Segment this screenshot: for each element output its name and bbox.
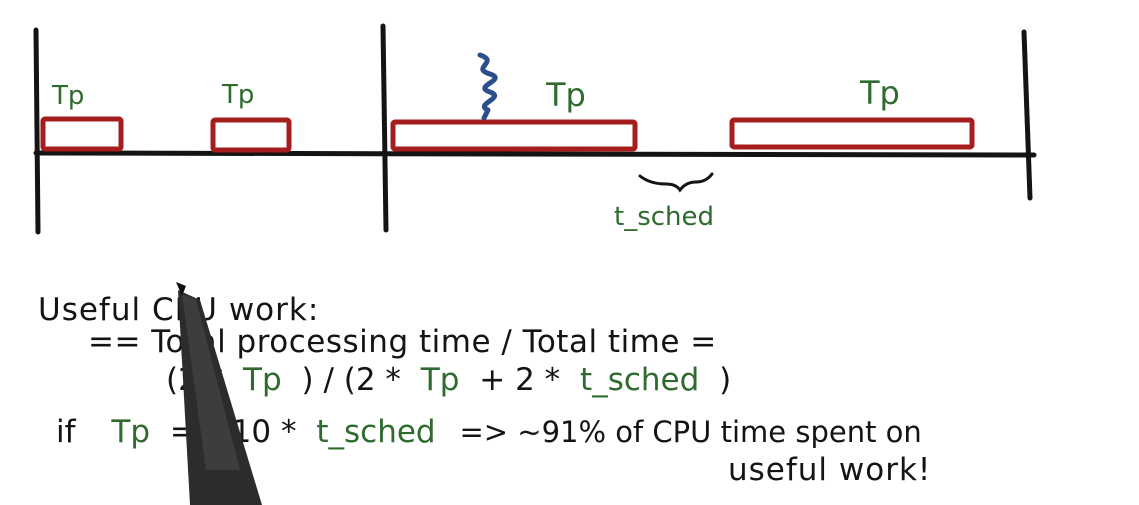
note-line-3: (2 * Tp ) / (2 * Tp + 2 * t_sched ) — [166, 362, 731, 398]
processing-box-2 — [210, 117, 292, 153]
condition-tp: Tp — [110, 414, 150, 450]
tp-label-3: Tp — [545, 76, 586, 114]
condition-tsched: t_sched — [316, 414, 435, 450]
timeline-axis — [33, 150, 1037, 158]
condition-if: if — [56, 414, 77, 450]
tp-label-4: Tp — [859, 74, 900, 112]
note-line-1: Useful CPU work: — [38, 292, 319, 328]
timeline-marker-right — [1021, 29, 1033, 201]
formula-tp-2: Tp — [420, 362, 460, 398]
formula-tsched: t_sched — [580, 362, 699, 398]
formula-plus: + 2 * — [479, 362, 560, 398]
note-line-5: useful work! — [728, 452, 931, 488]
timeline-marker-middle — [380, 23, 389, 233]
tp-label-2: Tp — [221, 80, 254, 110]
sched-label: t_sched — [614, 202, 714, 232]
processing-box-4 — [729, 117, 975, 150]
formula-close: ) — [719, 362, 731, 398]
processing-box-1 — [40, 116, 124, 152]
formula-divide: ) / (2 * — [302, 362, 401, 398]
sched-brace-icon — [638, 172, 714, 193]
condition-result: => ~91% of CPU time spent on — [459, 415, 921, 449]
thread-squiggle-icon — [477, 52, 498, 121]
timeline-marker-left — [33, 27, 41, 235]
formula-tp-1: Tp — [242, 362, 282, 398]
tp-label-1: Tp — [51, 81, 84, 111]
pen-icon — [176, 282, 262, 505]
processing-box-3 — [390, 119, 638, 152]
